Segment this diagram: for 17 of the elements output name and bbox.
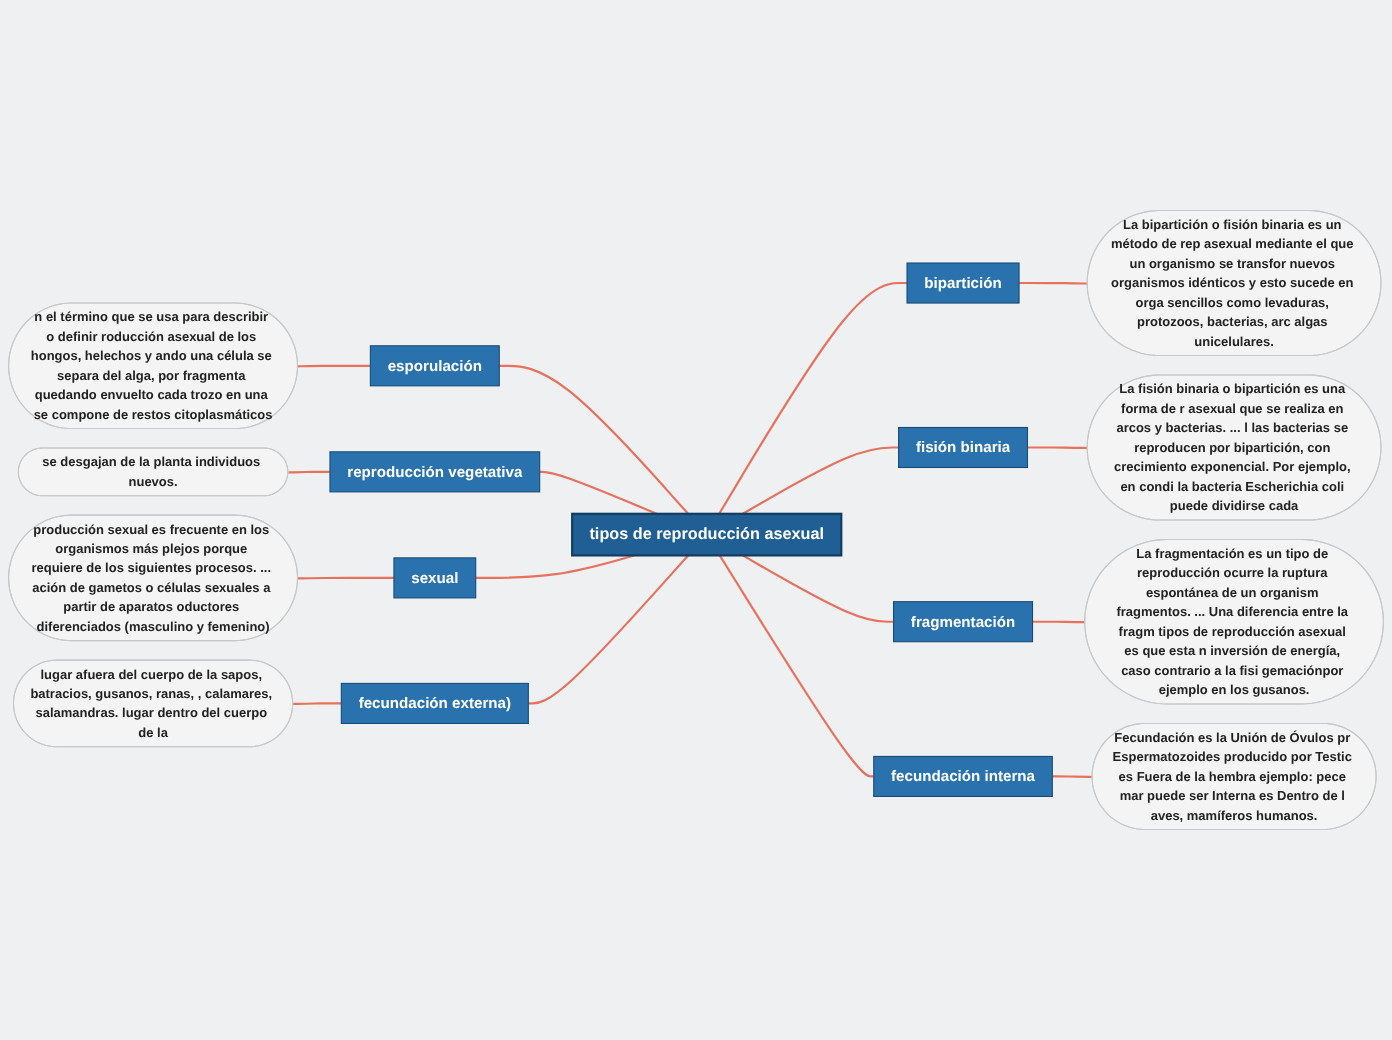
node-box: tipos de reproducción asexual [571, 512, 843, 557]
connector [1019, 281, 1088, 285]
connector [1052, 775, 1093, 779]
connector [528, 554, 689, 705]
connector [718, 554, 874, 778]
connector [288, 470, 330, 474]
connector [293, 702, 342, 706]
connector [1027, 446, 1088, 450]
connector [718, 281, 907, 515]
connector [298, 364, 371, 368]
connector [298, 576, 394, 580]
connector [475, 554, 635, 579]
connector [539, 470, 658, 515]
connector [742, 446, 899, 515]
connector [1032, 620, 1086, 624]
connector [499, 364, 689, 515]
connector [742, 554, 894, 623]
